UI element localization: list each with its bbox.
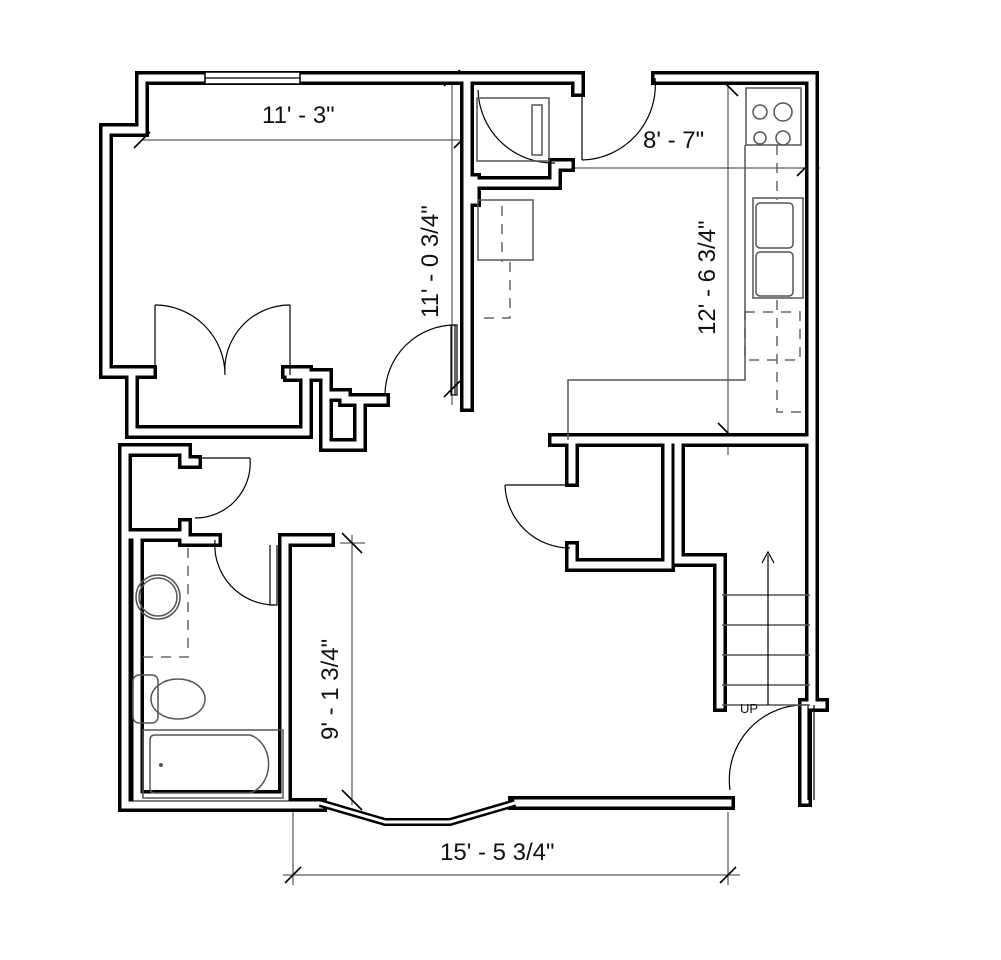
living-depth-label: 9' - 1 3/4" (317, 639, 344, 740)
fixtures (132, 87, 810, 799)
doors (154, 77, 815, 800)
kitchen-width-label: 8' - 7" (643, 127, 704, 154)
toilet-icon (132, 674, 206, 724)
washer-dryer-icon (476, 97, 550, 319)
stair-up-label: UP (740, 701, 758, 716)
stairs (722, 550, 810, 706)
bedroom-depth-label: 11' - 0 3/4" (417, 205, 444, 318)
overall-width-label: 15' - 5 3/4" (440, 839, 555, 866)
bathtub-icon (142, 729, 284, 799)
lavatory-icon (135, 574, 181, 620)
double-sink-icon (752, 197, 804, 299)
bedroom-width-label: 11' - 3" (262, 102, 335, 129)
kitchen-depth-label: 12' - 6 3/4" (694, 220, 721, 335)
range-icon (745, 87, 802, 146)
walls (99, 71, 829, 826)
